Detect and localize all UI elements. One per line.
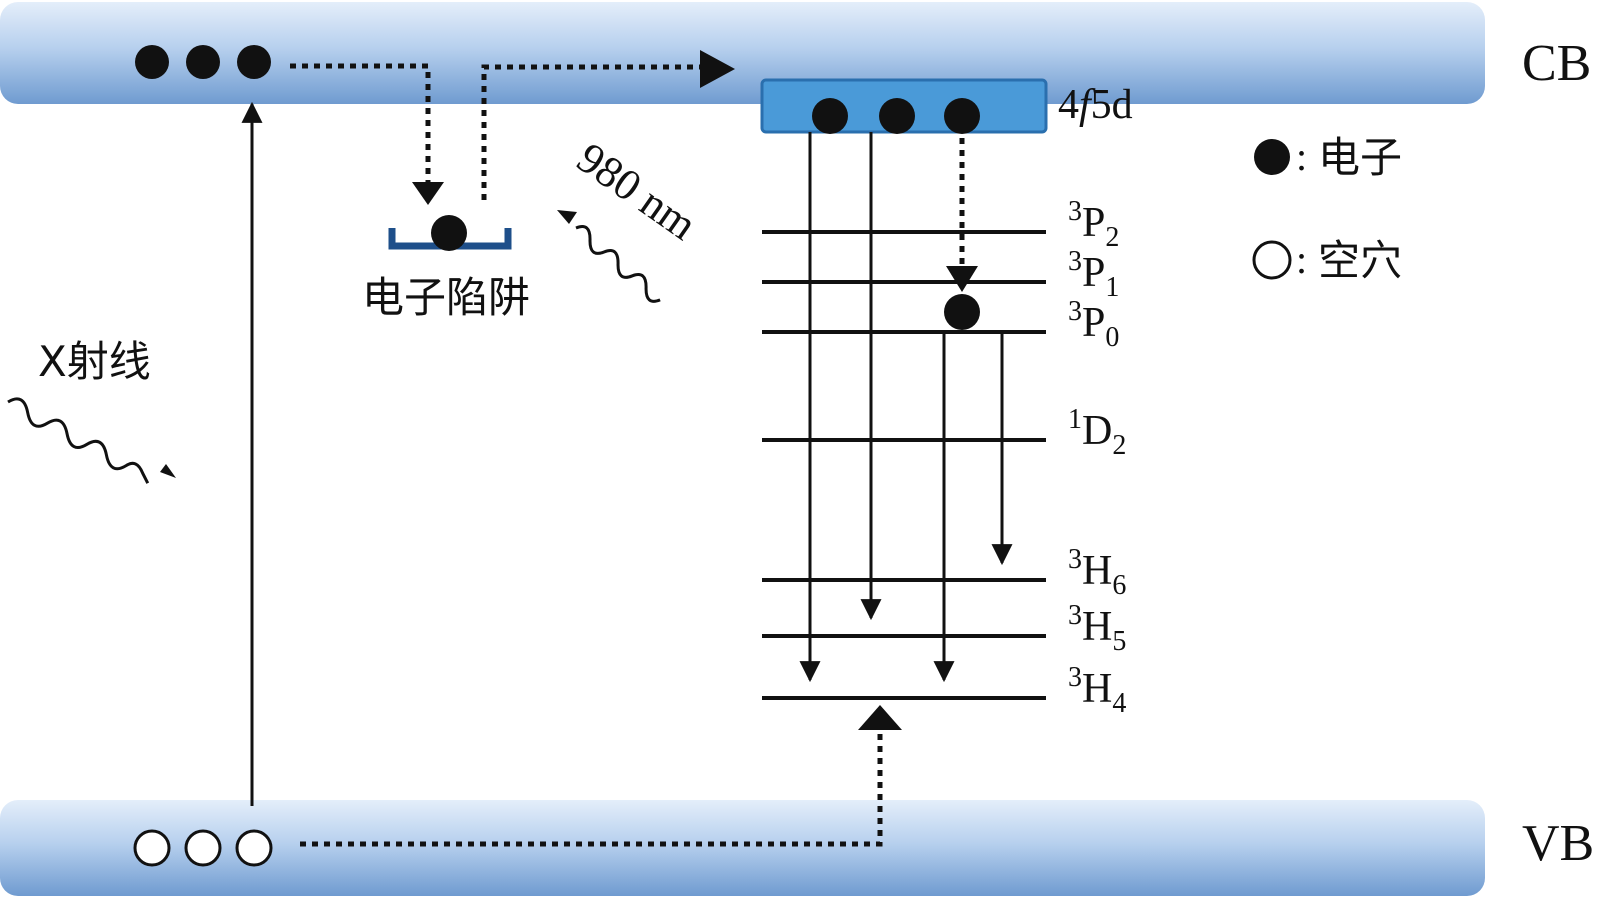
xray-label: X射线 (38, 337, 151, 386)
legend-hole-colon: : (1296, 237, 1307, 282)
nir-wave-arrowhead (557, 210, 577, 224)
level-4f5d-label: 4f5d (1058, 82, 1133, 128)
legend-hole-icon (1252, 240, 1292, 280)
vb-label: VB (1522, 815, 1594, 872)
hole-transfer-arrowhead (858, 705, 902, 730)
legend-hole-label: 空穴 (1318, 236, 1402, 285)
4f5d-electrons (812, 98, 980, 134)
transitions (799, 132, 1013, 683)
xray-wave-icon (7, 397, 150, 484)
electron-dot (879, 98, 915, 134)
level-label-H5: 3H5 (1068, 600, 1126, 657)
hole-dot (184, 829, 222, 867)
detrapping-arrowhead (700, 50, 735, 88)
level-label-P0: 3P0 (1068, 296, 1119, 353)
cb-electrons (135, 45, 271, 79)
hole-dot (133, 829, 171, 867)
conduction-band (0, 2, 1485, 104)
xray-wave-arrowhead (160, 464, 176, 478)
vb-holes (133, 829, 273, 867)
detrapping-path (481, 64, 702, 200)
electron-dot (186, 45, 220, 79)
electron-dot (237, 45, 271, 79)
cb-label: CB (1522, 35, 1591, 92)
hole-dot (235, 829, 273, 867)
legend-electron-icon (1254, 139, 1290, 175)
level-label-D2: 1D2 (1068, 404, 1126, 461)
level-label-P1: 3P1 (1068, 246, 1119, 303)
trapping-path (290, 63, 431, 185)
level-label-P2: 3P2 (1068, 196, 1119, 253)
electron-at-3P1 (944, 294, 980, 330)
electron-dot (812, 98, 848, 134)
trapped-electron (431, 215, 467, 251)
electron-dot (135, 45, 169, 79)
valence-band (0, 800, 1485, 896)
electron-dot (944, 98, 980, 134)
legend-electron-colon: : (1296, 134, 1307, 179)
electron-trap (388, 215, 512, 251)
relaxation-arrowhead (946, 266, 978, 292)
legend-electron-label: 电子 (1318, 133, 1402, 182)
trapping-arrowhead (412, 182, 444, 205)
hole-transfer-path (300, 730, 883, 847)
legend: : 电子 : 空穴 (1252, 133, 1402, 285)
nir-wave-icon (575, 225, 661, 303)
trap-label: 电子陷阱 (362, 273, 530, 322)
level-label-H6: 3H6 (1068, 544, 1126, 601)
level-label-H4: 3H4 (1068, 662, 1126, 719)
